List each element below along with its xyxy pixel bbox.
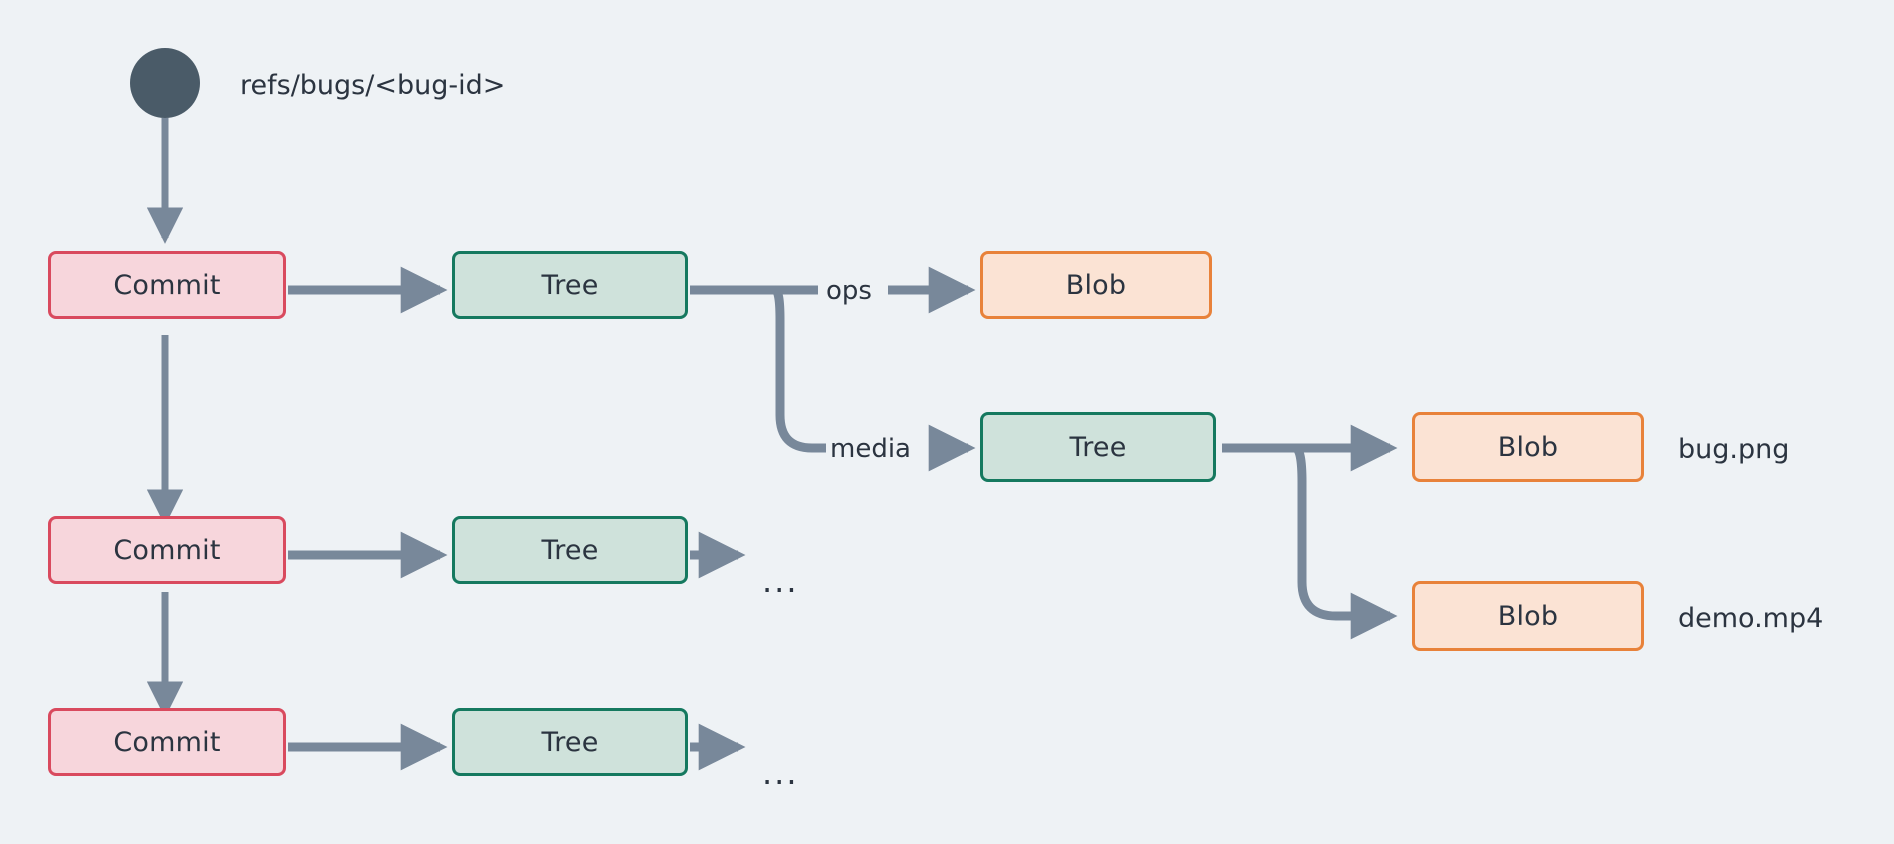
node-commit-2[interactable]: Commit [48, 516, 286, 584]
node-blob-bug-png[interactable]: Blob [1412, 412, 1644, 482]
edge-label-ops: ops [824, 276, 874, 306]
node-commit-1[interactable]: Commit [48, 251, 286, 319]
file-label-bug-png: bug.png [1678, 434, 1790, 465]
edge-treemedia-to-blobmp4 [1293, 443, 1398, 640]
node-blob-demo-mp4[interactable]: Blob [1412, 581, 1644, 651]
node-tree-media[interactable]: Tree [980, 412, 1216, 482]
ellipsis-row-2: ... [762, 562, 799, 600]
node-tree-1[interactable]: Tree [452, 251, 688, 319]
node-tree-2[interactable]: Tree [452, 516, 688, 584]
ref-label: refs/bugs/<bug-id> [240, 70, 506, 101]
edge-label-media: media [828, 434, 913, 464]
ellipsis-row-3: ... [762, 754, 799, 792]
file-label-demo-mp4: demo.mp4 [1678, 603, 1824, 634]
ref-dot [130, 48, 200, 118]
edge-tree1-to-media [772, 285, 826, 453]
node-tree-3[interactable]: Tree [452, 708, 688, 776]
node-commit-3[interactable]: Commit [48, 708, 286, 776]
node-blob-ops[interactable]: Blob [980, 251, 1212, 319]
